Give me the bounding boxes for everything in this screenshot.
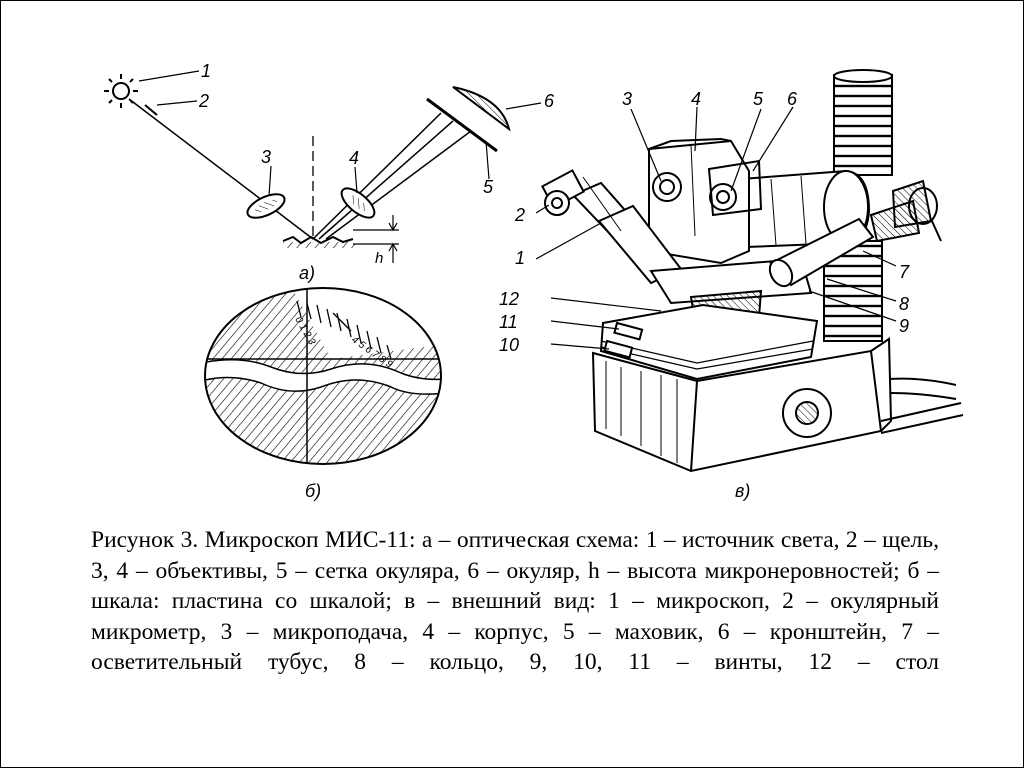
callout-a-4: 4 [349, 148, 359, 168]
panel-c-callouts: 3 4 5 6 2 1 7 8 9 12 11 10 в) [499, 89, 910, 501]
callout-a-1: 1 [201, 61, 211, 81]
height-symbol: h [375, 250, 383, 267]
callout-c-1: 1 [515, 248, 525, 268]
callout-c-8: 8 [899, 294, 909, 314]
panel-b-scale: 0 1 2 3 4 5 6 7 8 9 б) [204, 287, 442, 501]
panel-a-label: а) [299, 263, 315, 283]
callout-c-9: 9 [899, 316, 909, 336]
figure-caption: Рисунок 3. Микроскоп МИС-11: а – оптичес… [91, 527, 939, 675]
callout-a-5: 5 [483, 177, 494, 197]
panel-c-external-view [541, 69, 964, 473]
callout-c-2: 2 [514, 205, 525, 225]
light-source-icon [104, 74, 138, 108]
callout-c-11: 11 [499, 312, 518, 332]
callout-c-6: 6 [787, 89, 798, 109]
panel-a-optical-scheme: h 1 2 3 4 5 6 а) [104, 61, 555, 283]
callout-c-7: 7 [899, 262, 910, 282]
callout-a-2: 2 [198, 91, 209, 111]
microscope-figure: h 1 2 3 4 5 6 а) [104, 61, 964, 501]
callout-c-4: 4 [691, 89, 701, 109]
callout-a-3: 3 [261, 147, 271, 167]
callout-c-5: 5 [753, 89, 764, 109]
panel-b-label: б) [305, 481, 321, 501]
callout-c-12: 12 [499, 289, 519, 309]
callout-a-6: 6 [544, 91, 555, 111]
callout-c-3: 3 [622, 89, 632, 109]
callout-c-10: 10 [499, 335, 519, 355]
panel-c-label: в) [735, 481, 750, 501]
